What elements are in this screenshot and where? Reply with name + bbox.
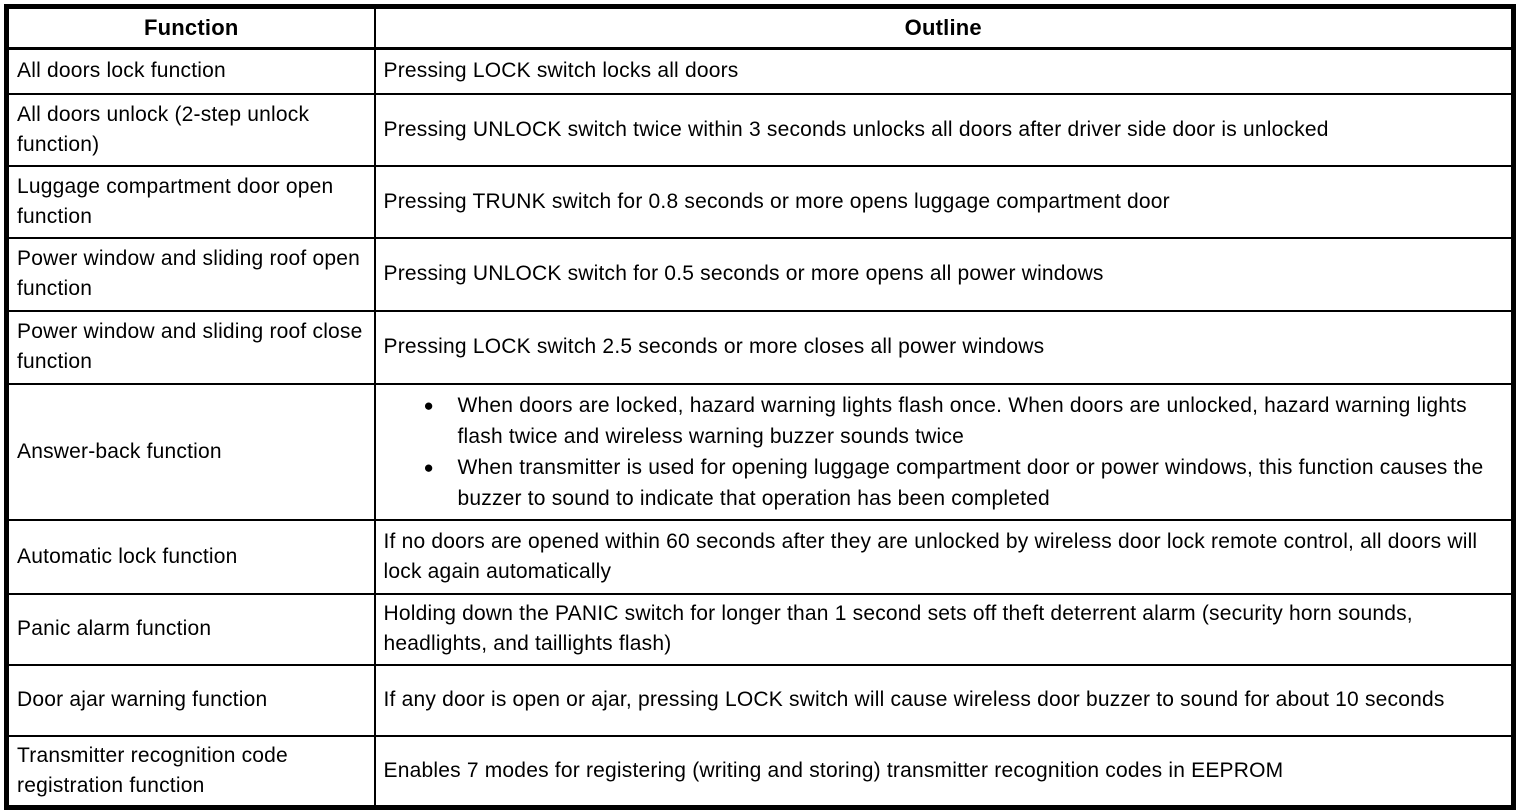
bullet-icon: ● — [423, 457, 434, 477]
function-cell: All doors lock function — [5, 47, 376, 95]
function-cell: Answer-back function — [5, 382, 376, 521]
outline-cell: Pressing UNLOCK switch twice within 3 se… — [373, 92, 1515, 167]
function-cell: Power window and sliding roof open funct… — [5, 236, 376, 312]
table-row: Power window and sliding roof close func… — [5, 309, 1515, 385]
outline-cell: Pressing LOCK switch locks all doors — [373, 47, 1515, 95]
bullet-text: When transmitter is used for opening lug… — [457, 455, 1484, 510]
function-cell: Power window and sliding roof close func… — [5, 309, 376, 385]
table-row: Luggage compartment door open function P… — [5, 164, 1515, 239]
function-cell: Panic alarm function — [5, 592, 376, 666]
table-row: Power window and sliding roof open funct… — [5, 236, 1515, 312]
table-row: Door ajar warning function If any door i… — [5, 663, 1515, 737]
function-cell: Door ajar warning function — [5, 663, 376, 737]
bullet-text: When doors are locked, hazard warning li… — [457, 393, 1467, 448]
function-outline-table: Function Outline All doors lock function… — [4, 4, 1516, 810]
table-row: Automatic lock function If no doors are … — [5, 518, 1515, 595]
function-cell: Automatic lock function — [5, 518, 376, 595]
bullet-icon: ● — [423, 395, 434, 415]
outline-cell: Holding down the PANIC switch for longer… — [373, 592, 1515, 666]
function-cell: Luggage compartment door open function — [5, 164, 376, 239]
table-row: Answer-back function ● When doors are lo… — [5, 382, 1515, 521]
function-column-header: Function — [5, 5, 376, 50]
outline-cell: If no doors are opened within 60 seconds… — [373, 518, 1515, 595]
table-row: All doors unlock (2-step unlock function… — [5, 92, 1515, 167]
table-row: Panic alarm function Holding down the PA… — [5, 592, 1515, 666]
function-cell: All doors unlock (2-step unlock function… — [5, 92, 376, 167]
table-row: Transmitter recognition code registratio… — [5, 734, 1515, 809]
outline-cell: ● When doors are locked, hazard warning … — [373, 382, 1515, 521]
outline-column-header: Outline — [373, 5, 1515, 50]
outline-cell: If any door is open or ajar, pressing LO… — [373, 663, 1515, 737]
outline-cell: Pressing UNLOCK switch for 0.5 seconds o… — [373, 236, 1515, 312]
header-row: Function Outline — [5, 5, 1515, 50]
bullet-list: ● When doors are locked, hazard warning … — [384, 390, 1504, 514]
bullet-item: ● When transmitter is used for opening l… — [424, 452, 1504, 514]
outline-cell: Pressing LOCK switch 2.5 seconds or more… — [373, 309, 1515, 385]
outline-cell: Pressing TRUNK switch for 0.8 seconds or… — [373, 164, 1515, 239]
outline-cell: Enables 7 modes for registering (writing… — [373, 734, 1515, 809]
function-cell: Transmitter recognition code registratio… — [5, 734, 376, 809]
table-row: All doors lock function Pressing LOCK sw… — [5, 47, 1515, 95]
bullet-item: ● When doors are locked, hazard warning … — [424, 390, 1504, 452]
